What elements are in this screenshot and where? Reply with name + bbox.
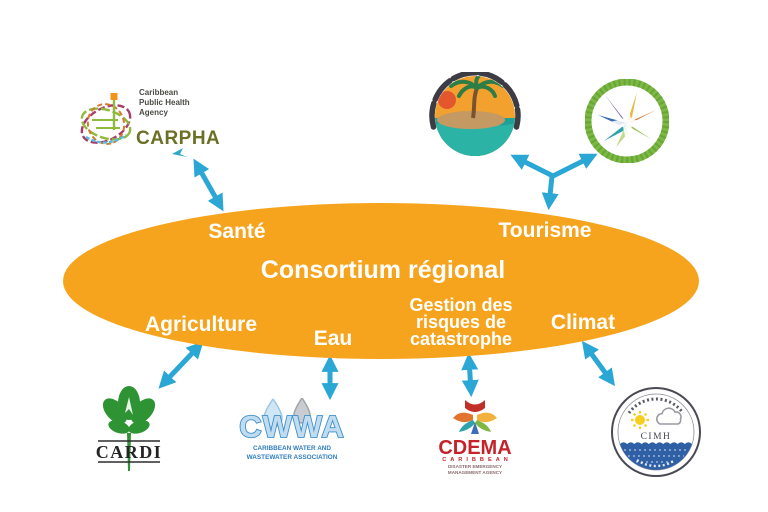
multicolor-star-icon bbox=[598, 92, 656, 147]
globe-swirl-icon bbox=[80, 93, 132, 145]
bird-icon bbox=[172, 148, 187, 157]
arrow-climat-cimh bbox=[581, 340, 616, 387]
consortium-title: Consortium régional bbox=[260, 256, 506, 284]
tourism-star-logo bbox=[585, 79, 669, 163]
carpha-tagline-3: Agency bbox=[139, 108, 168, 117]
sector-label-tourisme: Tourisme bbox=[498, 219, 592, 242]
arrow-tourisme-fork bbox=[510, 153, 598, 211]
sun-icon bbox=[631, 411, 649, 429]
cwwa-tagline-1: CARIBBEAN WATER AND bbox=[253, 445, 331, 452]
cwwa-logo: CWWA CARIBBEAN WATER AND WASTEWATER ASSO… bbox=[238, 398, 345, 461]
arrow-agriculture-cardi bbox=[158, 341, 204, 389]
carpha-wordmark: CARPHA bbox=[136, 128, 220, 149]
cdema-wordmark: CDEMA bbox=[438, 437, 511, 459]
cardi-wordmark: CARDI bbox=[96, 442, 162, 462]
arrow-gestion-cdema bbox=[461, 352, 479, 398]
cimh-logo: CIMH bbox=[611, 387, 701, 477]
carpha-tagline-2: Public Health bbox=[139, 98, 190, 107]
dark-arc bbox=[429, 72, 521, 130]
sector-label-agriculture: Agriculture bbox=[144, 313, 258, 336]
gestion-line-1: Gestion des bbox=[409, 295, 513, 315]
sea-waves-icon bbox=[620, 442, 692, 470]
cdema-tagline-2: DISASTER EMERGENCY bbox=[448, 464, 502, 469]
curved-top-text bbox=[627, 397, 685, 414]
gestion-line-2: risques de bbox=[415, 312, 507, 332]
sector-label-eau: Eau bbox=[313, 327, 353, 350]
tourism-palm-logo bbox=[429, 72, 521, 156]
multicolor-petals-icon bbox=[453, 400, 497, 434]
cdema-logo: CDEMA CARIBBEAN DISASTER EMERGENCY MANAG… bbox=[438, 400, 512, 475]
sector-label-sante: Santé bbox=[208, 220, 266, 243]
cardi-logo: CARDI bbox=[96, 386, 162, 471]
cwwa-wordmark: CWWA bbox=[239, 409, 345, 444]
plant-leaves-icon bbox=[102, 386, 156, 471]
arrow-sante-carpha bbox=[193, 158, 224, 212]
sector-label-climat: Climat bbox=[550, 311, 616, 334]
cloud-icon bbox=[656, 407, 682, 425]
cdema-tagline-3: MANAGEMENT AGENCY bbox=[448, 470, 502, 475]
carpha-tagline-1: Caribbean bbox=[139, 88, 178, 97]
cwwa-tagline-2: WASTEWATER ASSOCIATION bbox=[247, 454, 338, 461]
consortium-ellipse bbox=[63, 203, 699, 359]
carpha-logo: Caribbean Public Health Agency CARPHA bbox=[80, 88, 220, 157]
gestion-line-3: catastrophe bbox=[409, 329, 513, 349]
sector-label-gestion-risques: Gestion des risques de catastrophe bbox=[409, 295, 513, 349]
curved-bottom-text bbox=[636, 458, 676, 468]
cdema-tagline-1: CARIBBEAN bbox=[442, 457, 512, 463]
water-drop-icons bbox=[263, 398, 311, 428]
cimh-wordmark: CIMH bbox=[641, 432, 672, 442]
